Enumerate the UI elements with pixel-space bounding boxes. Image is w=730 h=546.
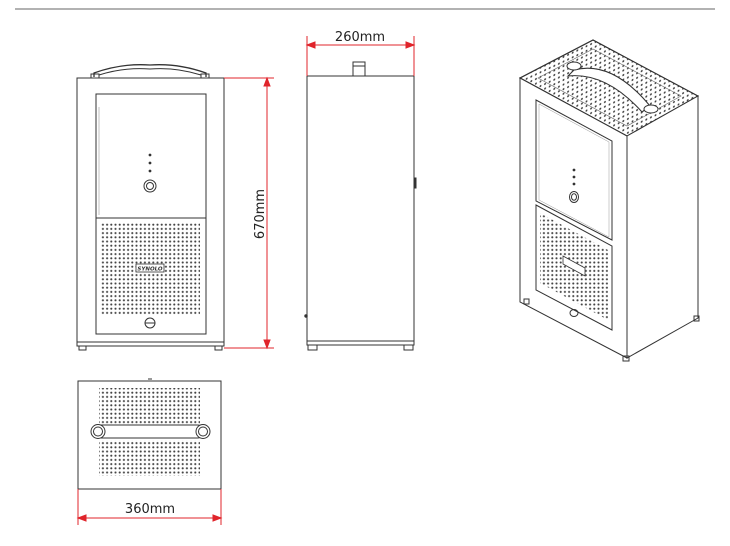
side-view xyxy=(304,61,417,351)
side-body xyxy=(306,75,415,346)
height-label: 670mm xyxy=(253,189,268,239)
front-view: SYNOLO xyxy=(76,64,225,351)
front-logo xyxy=(135,263,165,273)
top-grill-lower xyxy=(99,440,200,476)
top-grill-upper xyxy=(99,388,200,424)
depth-dimension xyxy=(305,36,416,76)
top-handle xyxy=(94,424,205,439)
iso-right-face xyxy=(626,95,699,359)
width-label: 360mm xyxy=(125,502,175,517)
front-handle xyxy=(93,64,207,77)
iso-handle xyxy=(566,67,651,113)
isometric-view xyxy=(518,39,700,362)
front-power-button xyxy=(143,179,157,193)
front-logo-text: SYNOLO xyxy=(137,267,163,273)
height-dimension xyxy=(224,76,274,350)
width-dimension xyxy=(76,489,223,525)
side-handle-knob xyxy=(352,61,366,77)
top-view xyxy=(77,378,222,490)
iso-power-button xyxy=(569,191,579,203)
top-body xyxy=(77,380,222,490)
depth-label: 260mm xyxy=(335,30,385,45)
